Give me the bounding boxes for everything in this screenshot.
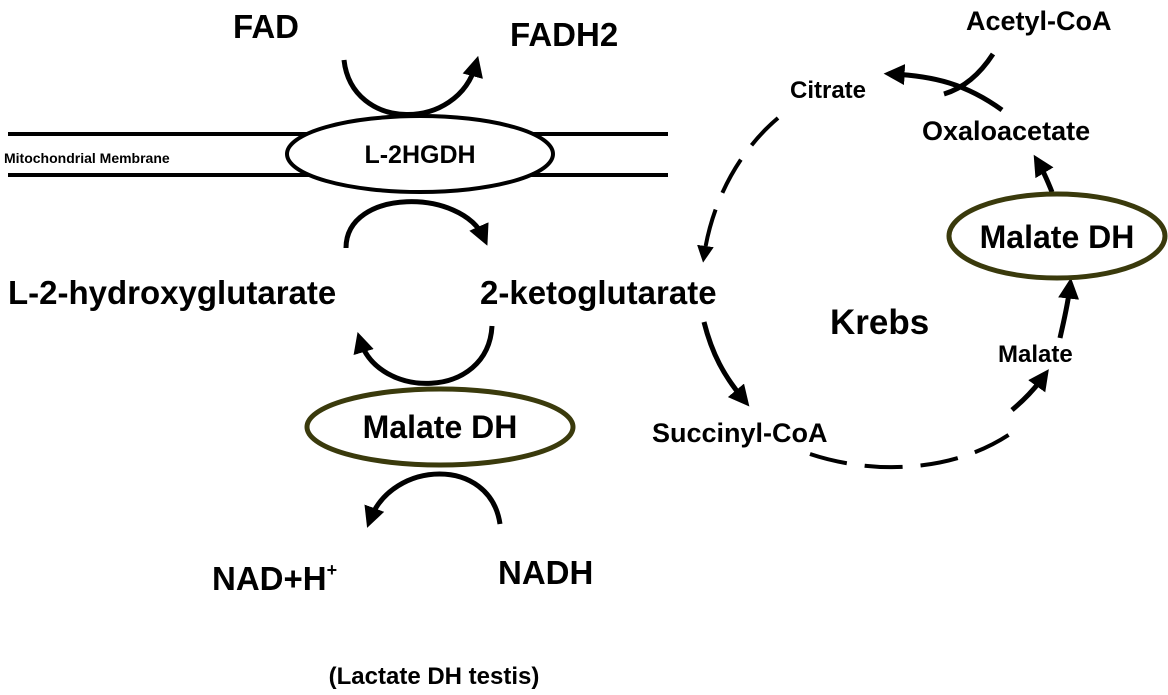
krebs-to-succinyl-arrow bbox=[701, 321, 750, 407]
malate-to-malate-dh-arrow bbox=[1057, 277, 1080, 339]
malate-dh-left-ellipse bbox=[304, 386, 576, 468]
succinyl-coa-label: Succinyl-CoA bbox=[652, 418, 828, 448]
fadh2-label: FADH2 bbox=[510, 16, 618, 53]
l2hgdh-ellipse bbox=[285, 114, 555, 194]
acetyl-coa-input-arrow bbox=[943, 52, 996, 97]
ketoglutarate-label: 2-ketoglutarate bbox=[480, 274, 717, 311]
nad-text: NAD+H bbox=[212, 560, 327, 597]
membrane-label: Mitochondrial Membrane bbox=[4, 150, 170, 166]
fad-to-fadh2-arrow bbox=[341, 55, 483, 117]
krebs-cycle-bottom-arc bbox=[809, 432, 1012, 470]
krebs-to-malate-arrow bbox=[1010, 369, 1049, 412]
acetyl-coa-label: Acetyl-CoA bbox=[966, 6, 1112, 36]
ketoglutarate-to-l2hg-arrow bbox=[353, 325, 495, 386]
nadh-to-nad-arrow bbox=[364, 471, 503, 528]
krebs-cycle-upper-left-arc bbox=[697, 116, 780, 263]
oxaloacetate-to-citrate-arrow bbox=[883, 64, 1004, 113]
krebs-label: Krebs bbox=[830, 303, 929, 342]
nad-label: NAD+H+ bbox=[212, 560, 337, 597]
l2hg-to-ketoglutarate-arrow bbox=[343, 199, 489, 249]
nad-superscript: + bbox=[327, 560, 338, 580]
malate-label: Malate bbox=[998, 341, 1073, 368]
citrate-label: Citrate bbox=[790, 77, 866, 104]
lactate-note: (Lactate DH testis) bbox=[329, 663, 540, 690]
malate-dh-right-label: Malate DH bbox=[980, 219, 1135, 255]
nadh-label: NADH bbox=[498, 554, 593, 591]
fad-label: FAD bbox=[233, 8, 299, 45]
malate-dh-left-label: Malate DH bbox=[363, 409, 518, 445]
l2hgdh-label: L-2HGDH bbox=[364, 141, 475, 169]
oxaloacetate-label: Oxaloacetate bbox=[922, 116, 1090, 146]
malate-dh-right-ellipse bbox=[946, 191, 1168, 281]
l2hg-label: L-2-hydroxyglutarate bbox=[8, 274, 336, 311]
malate-dh-to-oxaloacetate-arrow bbox=[1033, 154, 1055, 193]
